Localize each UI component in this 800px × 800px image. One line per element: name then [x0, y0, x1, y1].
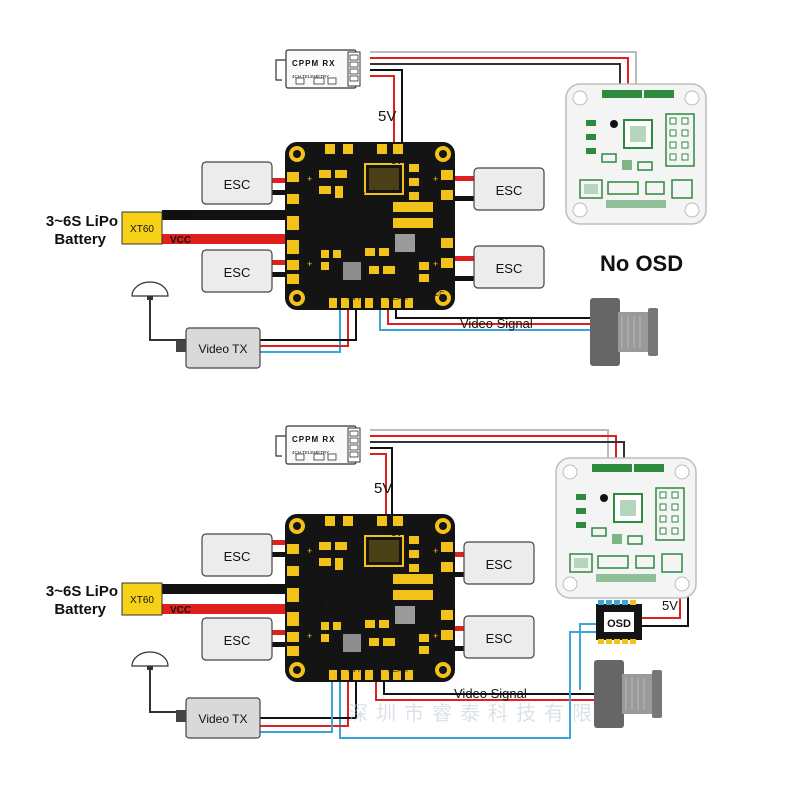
power-distribution-board — [284, 513, 456, 683]
pdb-model-label: MATEK V3.1 — [354, 564, 361, 604]
pdb-batt-label: Batt — [316, 598, 323, 611]
xt60-connector — [121, 582, 163, 616]
gnd-label: GND — [170, 211, 192, 222]
pdb-cam-label: - + CAM — [382, 295, 408, 302]
esc-wires-top — [270, 176, 474, 281]
osd-five-v-label: 5V — [662, 598, 678, 613]
esc-label: ESC — [224, 177, 251, 192]
video-wires-top — [149, 298, 592, 353]
pdb-5vcc-label: 12 5 VCC — [404, 663, 434, 670]
diagram-bottom: +12V- +5V- 12 VCC + VTX - - + CAM 12 5 V… — [46, 425, 697, 739]
pdb-12v-label: +12V- — [335, 156, 359, 166]
flight-controller — [555, 457, 697, 599]
pdb-12vcc-label: 12 VCC — [310, 291, 335, 298]
no-osd-label: No OSD — [600, 251, 683, 276]
video-tx-label: Video TX — [199, 342, 248, 356]
battery-label-line1: 3~6S LiPo — [46, 583, 118, 600]
esc-label: ESC — [224, 633, 251, 648]
antenna-icon — [131, 651, 169, 671]
xt60-label: XT60 — [130, 224, 154, 235]
pdb-vtx-label: + VTX - — [346, 667, 371, 674]
vcc-label: VCC — [170, 605, 191, 616]
rx-title: CPPM RX — [292, 59, 335, 68]
battery-label-line1: 3~6S LiPo — [46, 213, 118, 230]
esc-label: ESC — [224, 549, 251, 564]
pdb-5v-label: +5V- — [386, 528, 405, 538]
antenna-icon — [131, 281, 169, 301]
watermark: 深圳市睿泰科技有限 — [348, 701, 600, 725]
esc-label: ESC — [486, 557, 513, 572]
fpv-camera — [589, 297, 659, 367]
diagram-top: +12V- +5V- 12 VCC + VTX - - + CAM 12 5 V… — [46, 49, 707, 369]
video-tx-label: Video TX — [199, 712, 248, 726]
flight-controller — [565, 83, 707, 225]
osd-label: OSD — [607, 618, 631, 630]
cppm-receiver — [275, 425, 361, 465]
esc-label: ESC — [486, 631, 513, 646]
battery-label-line2: Battery — [54, 231, 106, 248]
pdb-model-label: MATEK V3.1 — [358, 192, 365, 232]
five-v-label: 5V — [374, 480, 392, 497]
pdb-5vcc-label: 12 5 VCC — [414, 291, 444, 298]
rx-subtitle: 4CH TELEMETRY — [292, 450, 329, 455]
cppm-receiver — [275, 49, 361, 89]
video-tx-connector — [176, 710, 186, 722]
rx-to-fc-wires-bottom — [370, 429, 625, 516]
pdb-12v-label: +12V- — [335, 528, 359, 538]
fpv-camera — [593, 659, 663, 729]
battery-wires — [162, 210, 294, 244]
power-distribution-board — [284, 141, 456, 311]
video-signal-label: Video Signal — [454, 686, 527, 701]
battery-label-line2: Battery — [54, 601, 106, 618]
rx-subtitle: 4CH TELEMETRY — [292, 74, 329, 79]
video-tx-connector — [176, 340, 186, 352]
pdb-5v-label: +5V- — [386, 156, 405, 166]
pdb-12vcc-label: 12 VCC — [310, 663, 335, 670]
five-v-label: 5V — [378, 108, 396, 125]
xt60-connector — [121, 211, 163, 245]
pdb-cam-label: - + CAM — [382, 667, 408, 674]
pdb-batt-label: Batt — [316, 226, 323, 239]
esc-label: ESC — [224, 265, 251, 280]
pdb-vtx-label: + VTX - — [346, 295, 371, 302]
vcc-label: VCC — [170, 235, 191, 246]
xt60-label: XT60 — [130, 595, 154, 606]
esc-label: ESC — [496, 183, 523, 198]
battery-wires-bottom — [162, 584, 294, 614]
gnd-label: GND — [170, 585, 192, 596]
osd-module — [596, 600, 642, 644]
esc-label: ESC — [496, 261, 523, 276]
rx-title: CPPM RX — [292, 435, 335, 444]
rx-to-fc-wires — [370, 51, 637, 148]
video-signal-label: Video Signal — [460, 316, 533, 331]
